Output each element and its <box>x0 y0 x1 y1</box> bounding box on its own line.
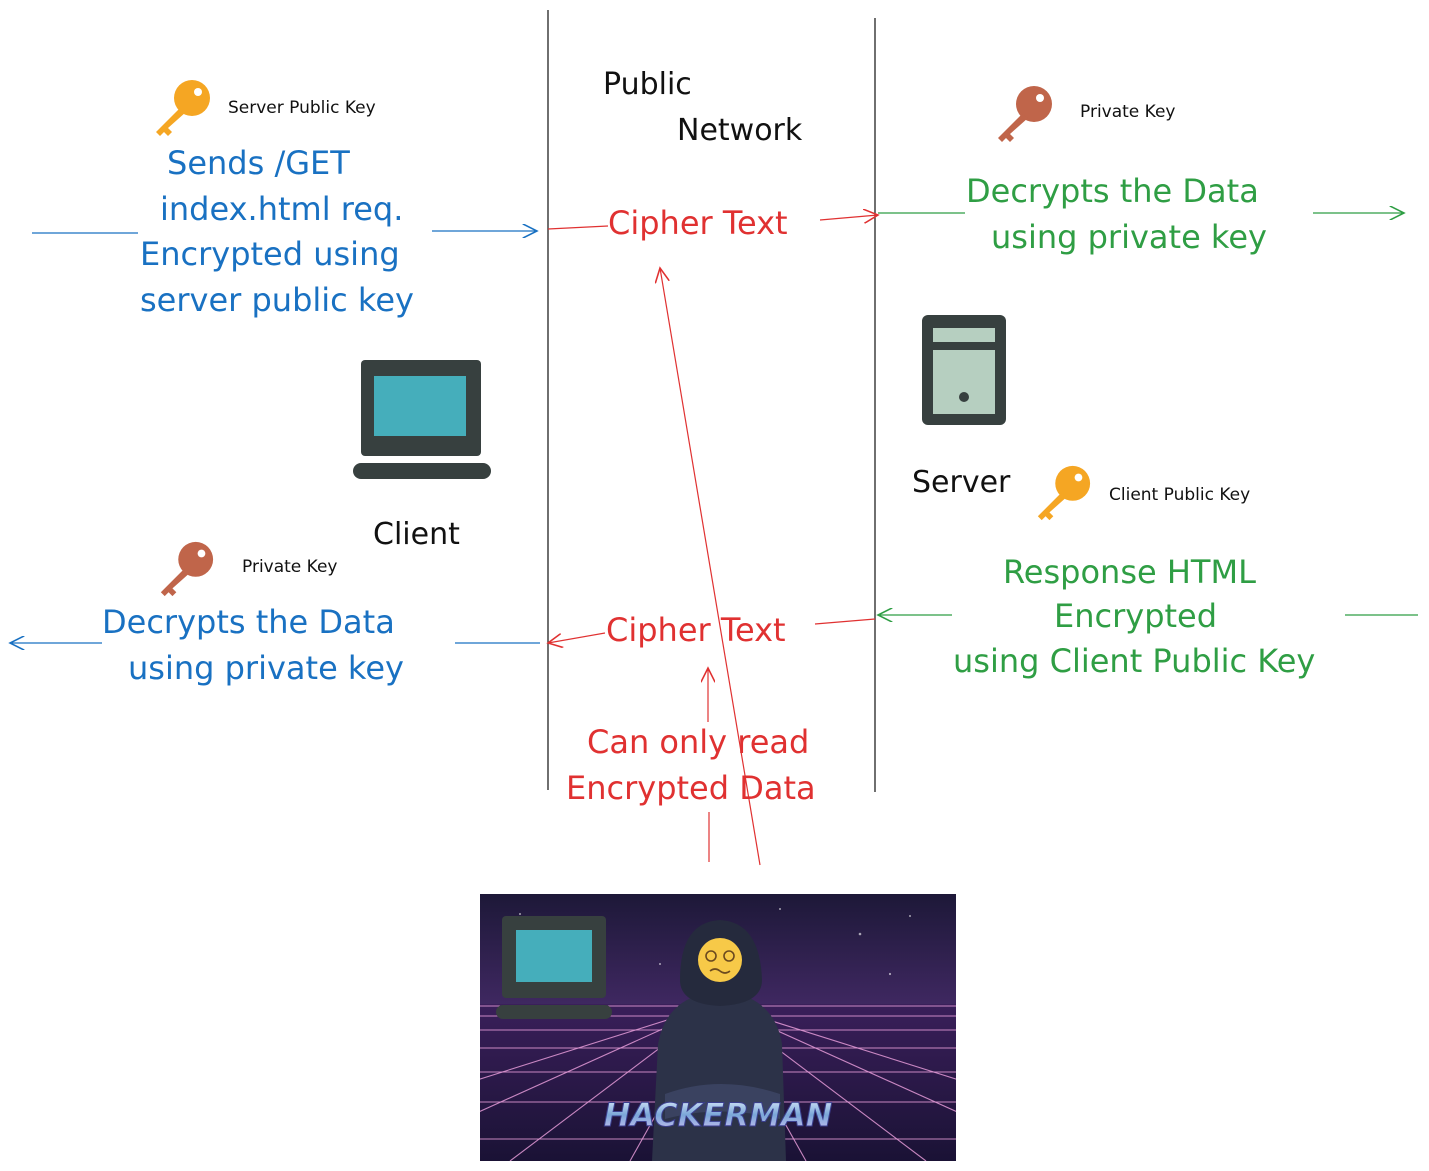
server-decrypt-line-1: Decrypts the Data <box>966 172 1259 210</box>
server-public-key-label: Server Public Key <box>228 98 376 118</box>
sniff-arrow-top <box>660 268 761 866</box>
network-title-line1: Public <box>603 67 692 102</box>
attacker-note-line-2: Encrypted Data <box>566 769 816 807</box>
hackerman-banner: HACKERMAN <box>604 1096 833 1134</box>
response-line-2: Encrypted <box>1054 597 1218 635</box>
request-line-3: Encrypted using <box>140 235 400 273</box>
cipher-text-top: Cipher Text <box>608 204 788 242</box>
server-label: Server <box>912 465 1011 500</box>
cipher-bottom-line-right <box>814 618 876 625</box>
server-decrypt-line-2: using private key <box>991 218 1267 256</box>
key-icon <box>156 80 210 136</box>
attacker-note-line-1: Can only read <box>587 723 810 761</box>
request-line-1: Sends /GET <box>167 144 350 182</box>
cipher-top-arrow <box>819 215 878 220</box>
client-decrypt-line-1: Decrypts the Data <box>102 603 395 641</box>
client-decrypt-line-2: using private key <box>128 649 404 687</box>
cipher-top-line-left <box>547 225 609 230</box>
response-line-3: using Client Public Key <box>953 642 1316 680</box>
response-line-1: Response HTML <box>1003 553 1256 591</box>
request-line-2: index.html req. <box>160 190 404 228</box>
cipher-bottom-arrow <box>548 632 606 643</box>
key-icon <box>160 541 214 597</box>
key-icon <box>998 86 1052 142</box>
key-icon <box>1037 465 1091 521</box>
network-title-line2: Network <box>677 113 803 148</box>
laptop-icon <box>353 360 491 479</box>
server-icon <box>922 315 1006 425</box>
client-private-key-label: Private Key <box>242 557 338 577</box>
client-label: Client <box>373 517 460 552</box>
server-private-key-label: Private Key <box>1080 102 1176 122</box>
client-public-key-label: Client Public Key <box>1109 485 1251 505</box>
hacker-image: HACKERMAN <box>480 894 956 1161</box>
request-line-4: server public key <box>140 281 414 319</box>
cipher-text-bottom: Cipher Text <box>606 611 786 649</box>
